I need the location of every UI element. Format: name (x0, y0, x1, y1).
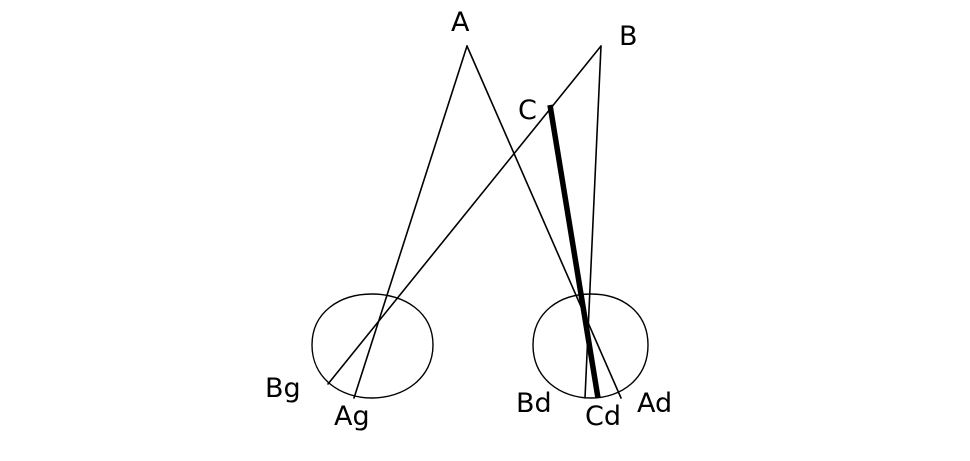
label-bd: Bd (516, 388, 552, 419)
label-ag: Ag (334, 401, 370, 432)
ray-c-to-cd (547, 104, 601, 399)
left-eye (311, 293, 434, 399)
ray-a-to-ag (353, 45, 468, 399)
right-eye (532, 293, 649, 399)
label-ad: Ad (637, 388, 672, 419)
label-bg: Bg (265, 373, 301, 404)
label-cd: Cd (585, 401, 621, 432)
ray-a-to-ad (466, 45, 622, 399)
label-c: C (518, 95, 537, 126)
label-a: A (451, 7, 470, 38)
ray-b-to-bg (327, 45, 602, 385)
label-b: B (619, 21, 638, 52)
